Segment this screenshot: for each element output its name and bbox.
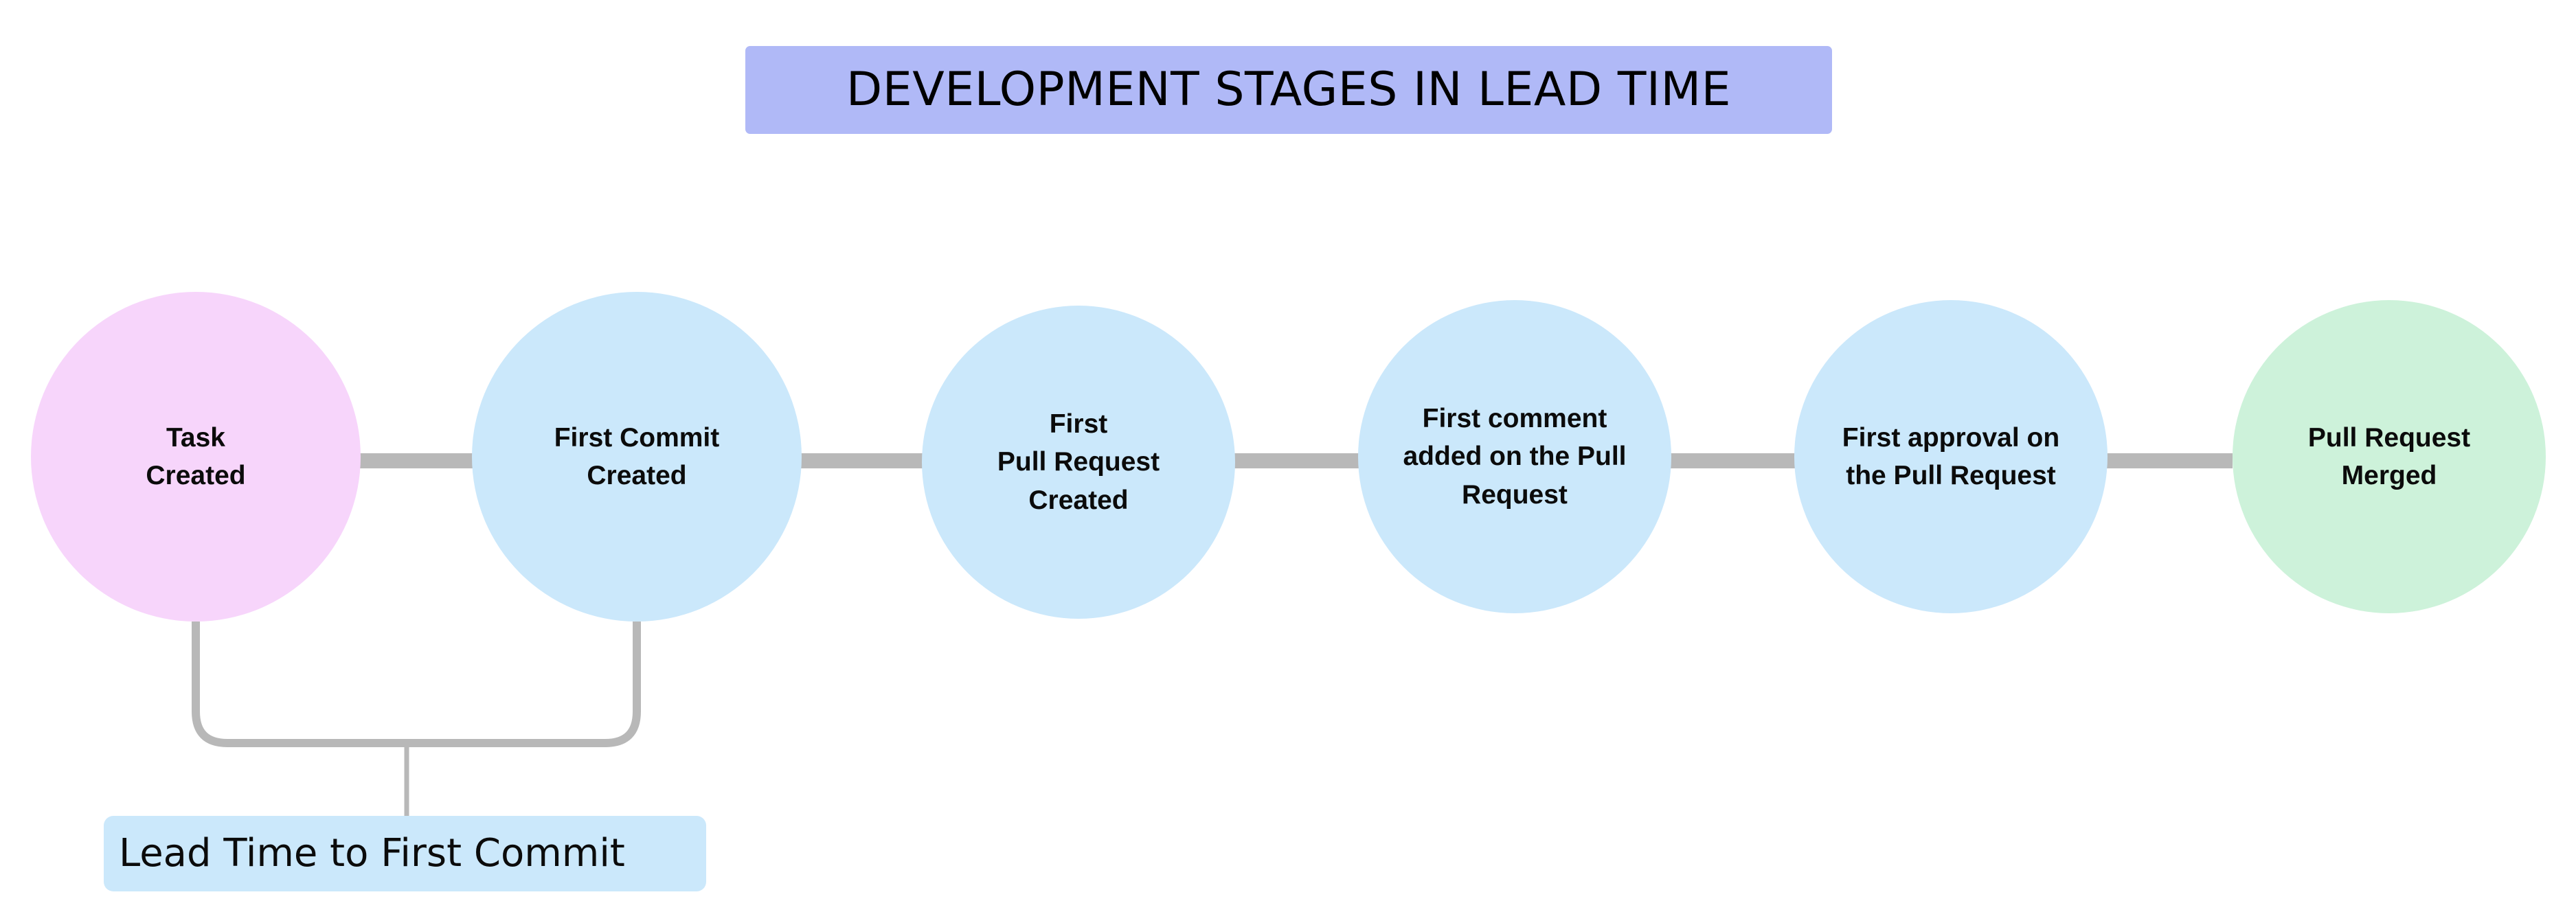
lead-time-callout: Lead Time to First Commit (104, 816, 706, 891)
stage-label-task-created: Task Created (146, 422, 246, 490)
stage-connector-2 (801, 453, 923, 468)
lead-time-callout-label: Lead Time to First Commit (119, 831, 625, 876)
page-title: DEVELOPMENT STAGES IN LEAD TIME (846, 62, 1732, 117)
stage-connector-4 (1671, 453, 1795, 468)
stage-connector-5 (2107, 453, 2233, 468)
stage-node-pull-request-merged[interactable]: Pull Request Merged (2233, 300, 2546, 613)
stage-label-first-approval-on-pull-request: First approval on the Pull Request (1842, 422, 2060, 490)
bracket-path (192, 622, 641, 747)
stage-label-pull-request-merged: Pull Request Merged (2307, 422, 2471, 490)
stage-connector-1 (360, 453, 473, 468)
stage-label-first-commit-created: First Commit Created (554, 422, 720, 490)
stage-label-first-pull-request-created: First Pull Request Created (997, 409, 1160, 515)
stage-node-task-created[interactable]: Task Created (31, 292, 361, 622)
stage-node-first-approval-on-pull-request[interactable]: First approval on the Pull Request (1794, 300, 2108, 613)
stage-label-first-comment-on-pull-request: First comment added on the Pull Request (1403, 403, 1627, 510)
stage-connector-3 (1234, 453, 1359, 468)
stage-node-first-pull-request-created[interactable]: First Pull Request Created (922, 306, 1235, 619)
stage-node-first-comment-on-pull-request[interactable]: First comment added on the Pull Request (1358, 300, 1671, 613)
stage-node-first-commit-created[interactable]: First Commit Created (472, 292, 802, 622)
diagram-title-banner: DEVELOPMENT STAGES IN LEAD TIME (745, 46, 1832, 134)
lead-time-bracket (192, 622, 641, 817)
